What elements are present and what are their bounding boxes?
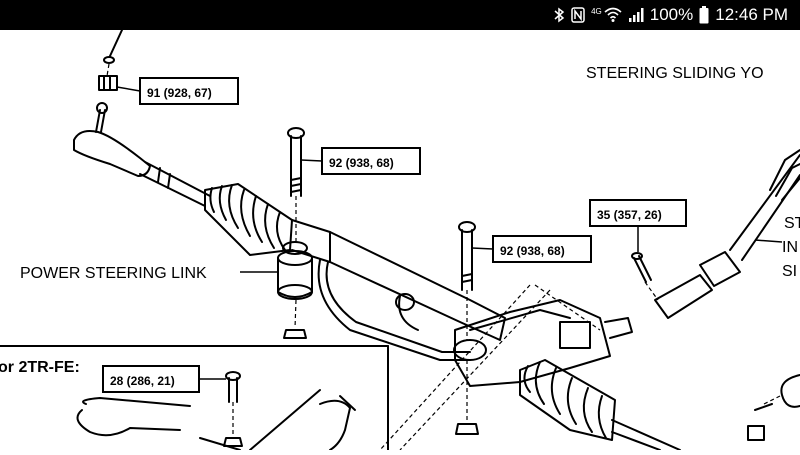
left-bellows-boot-icon [204,183,293,256]
steering-rack-diagram: STEERING SLIDING YO ST IN SI POWER STEER… [0,29,800,451]
clock: 12:46 PM [715,5,788,24]
status-bar: 4G 100% 12:46 PM [0,0,800,30]
valve-bolt-icon [458,221,476,291]
side-label-st: ST [784,215,800,232]
wifi-icon [604,7,622,23]
tie-rod-end-icon [73,130,211,207]
mount-bolt-icon [287,127,305,197]
torque-callout-5: 28 (286, 21) [102,365,226,393]
steering-sliding-yoke-label: STEERING SLIDING YO [586,65,764,82]
power-steering-link-label: POWER STEERING LINK [20,265,207,282]
inset-hose-icon [76,389,356,451]
inset-bolt-icon [223,371,243,447]
nfc-icon [571,7,585,23]
torque-value-5: 28 (286, 21) [110,374,175,388]
network-type-label: 4G [591,7,602,16]
dashed-guide-lines [106,63,781,451]
torque-value-4: 35 (357, 26) [597,208,662,222]
battery-level: 100% [649,5,694,24]
side-label-in: IN [782,239,798,256]
battery-icon [699,6,709,24]
inset-frame [0,345,389,451]
right-edge-parts-icon [747,374,800,441]
lower-nut-icon [455,423,479,435]
inset-engine-label: or 2TR-FE: [0,359,80,376]
rack-housing-icon [291,219,506,341]
diagram-svg: STEERING SLIDING YO ST IN SI POWER STEER… [0,29,800,451]
top-bolt-icon [103,29,123,64]
yoke-bolt-icon [631,252,652,283]
torque-callout-4: 35 (357, 26) [589,199,687,252]
tie-rod-stud-icon [95,102,108,133]
torque-value-2: 92 (938, 68) [329,156,394,170]
castle-nut-icon [98,75,118,91]
bluetooth-icon [553,7,565,23]
mount-nut-icon [283,329,307,339]
torque-callout-1: 91 (928, 67) [116,77,239,105]
torque-callout-2: 92 (938, 68) [300,147,421,175]
torque-callouts: 91 (928, 67) 92 (938, 68) 92 (938, 68) 3… [102,77,687,393]
torque-value-3: 92 (938, 68) [500,244,565,258]
torque-value-1: 91 (928, 67) [147,86,212,100]
sliding-yoke-icon [654,149,800,319]
right-bellows-boot-icon [519,359,681,451]
signal-icon [628,7,644,23]
side-label-si: SI [782,263,797,280]
torque-callout-3: 92 (938, 68) [471,235,592,263]
fluid-lines-icon [317,259,571,361]
valve-housing-icon [453,299,633,387]
mount-bushing-icon [277,241,313,300]
status-icons: 4G 100% 12:46 PM [553,0,788,30]
